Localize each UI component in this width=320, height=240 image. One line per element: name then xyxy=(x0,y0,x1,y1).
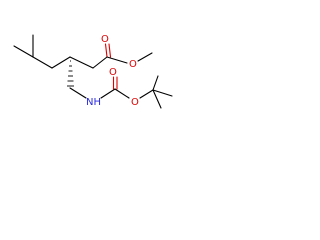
bond-nitrogen-carbamate xyxy=(100,88,116,99)
atom-carbonyl-oxygen: O xyxy=(101,34,109,45)
bond-ester-o-methyl xyxy=(137,52,153,62)
bond-carbonyl-ester-o xyxy=(106,56,128,64)
atom-nh: NH xyxy=(86,97,101,108)
bond-isopropyl-ch2 xyxy=(32,56,53,69)
bond-stereocenter-ch2ester xyxy=(69,56,94,69)
structural-formula: O O NH O O xyxy=(13,34,173,109)
hashed-wedge-bond xyxy=(67,60,74,87)
bond-carbonyl-double-b xyxy=(108,43,112,58)
atom-carbamate-oxygen: O xyxy=(109,67,117,78)
bond-carbonyl-double-a xyxy=(104,43,108,58)
atom-ester-oxygen: O xyxy=(129,59,137,70)
bond-ch2-stereocenter xyxy=(51,56,71,69)
bond-isopropyl-left xyxy=(13,45,34,58)
atom-boc-oxygen: O xyxy=(131,97,139,108)
bond-boc-o-tbutyl xyxy=(139,89,154,99)
bond-tbutyl-right xyxy=(152,89,173,97)
bond-tbutyl-up xyxy=(152,75,159,91)
bond-ch2-carbonyl xyxy=(92,56,108,69)
bond-carbamate-boc-o xyxy=(114,88,130,99)
bond-tbutyl-down xyxy=(152,89,162,109)
bond-ch2-nitrogen xyxy=(69,87,87,99)
